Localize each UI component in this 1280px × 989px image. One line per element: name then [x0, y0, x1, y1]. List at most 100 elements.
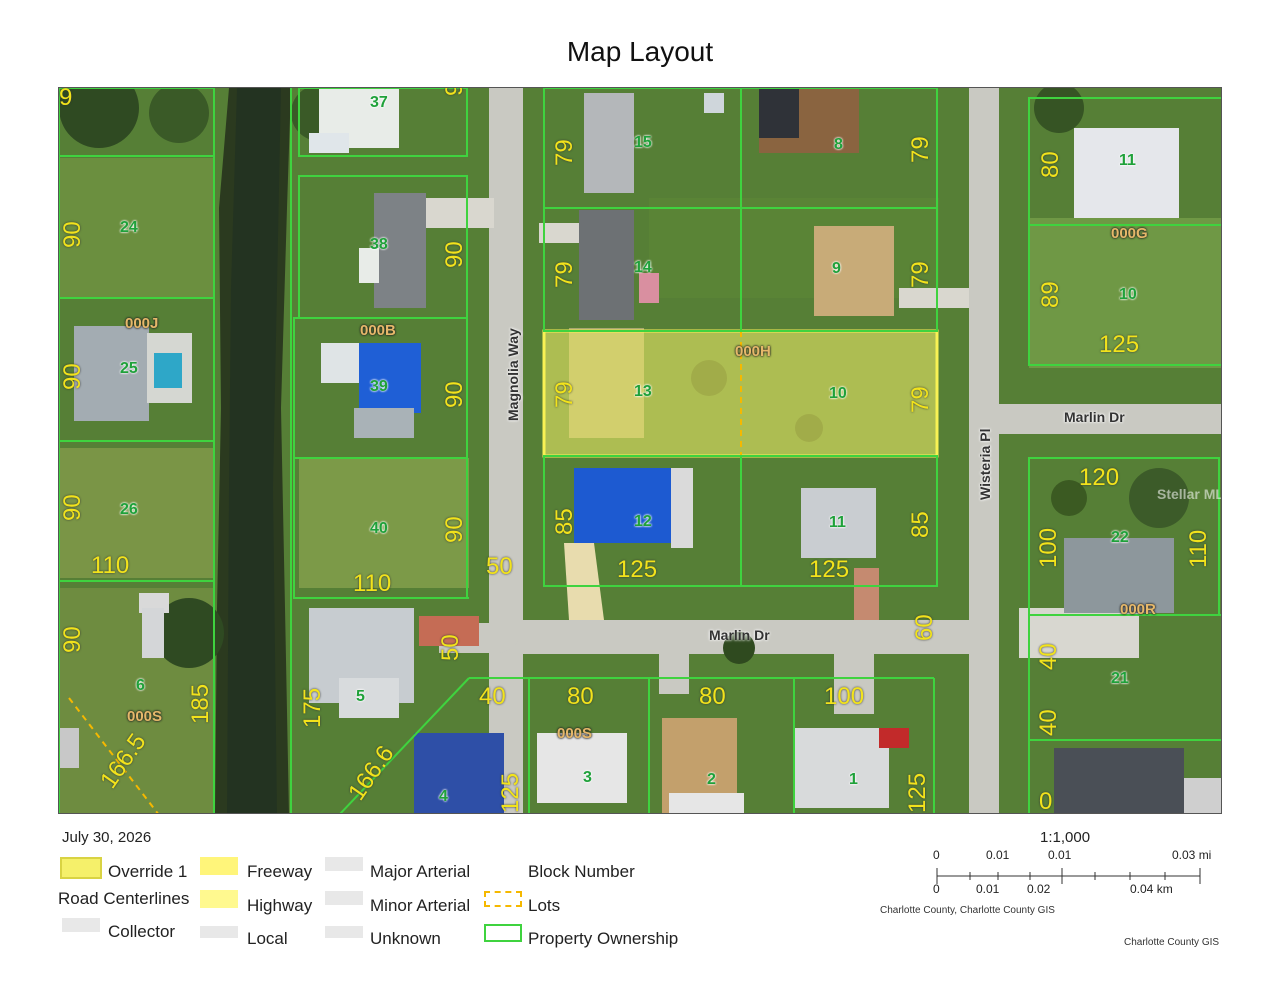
dimension-label: 120 [1079, 464, 1120, 491]
scale-ratio: 1:1,000 [1040, 829, 1091, 846]
dimension-label: 85 [907, 511, 934, 538]
parcel-number: 39 [370, 378, 388, 395]
local-swatch [200, 926, 238, 938]
legend-lots: Lots [528, 896, 561, 915]
scale-km-tick: 0.04 km [1130, 882, 1173, 896]
parcel-number: 1 [849, 771, 858, 788]
parcel-number: 12 [634, 513, 652, 530]
dimension-label: 79 [551, 381, 578, 408]
dimension-label: 79 [551, 139, 578, 166]
scale-bar [936, 868, 1201, 884]
dimension-label: 85 [551, 508, 578, 535]
highway-swatch [200, 890, 238, 908]
dimension-label: 0 [1039, 788, 1053, 814]
block-number: 000S [127, 708, 163, 725]
block-number: 000S [557, 725, 593, 742]
aerial-map [59, 88, 1221, 813]
dimension-label: 175 [299, 687, 326, 728]
dimension-label: 90 [59, 626, 86, 653]
map-attribution: Charlotte County, Charlotte County GIS [880, 905, 1055, 916]
dimension-label: 90 [441, 241, 468, 268]
collector-swatch [62, 918, 100, 932]
block-number: 000H [735, 343, 771, 360]
legend-highway: Highway [247, 896, 313, 915]
street-label-wisteria-pl: Wisteria Pl [977, 428, 993, 500]
block-number: 000J [125, 315, 159, 332]
minor-arterial-swatch [325, 891, 363, 905]
dimension-label: 110 [353, 570, 392, 597]
dimension-label: 125 [497, 772, 524, 813]
parcel-number: 11 [829, 514, 846, 531]
legend-local: Local [247, 929, 288, 948]
parcel-number: 11 [1119, 152, 1136, 169]
dimension-label: 50 [437, 634, 464, 661]
legend-road-centerlines: Road Centerlines [58, 889, 190, 908]
dimension-label: 80 [699, 683, 726, 710]
legend-override: Override 1 [108, 862, 188, 881]
dimension-label: 89 [1037, 281, 1064, 308]
dimension-label: 90 [59, 221, 86, 248]
legend-collector: Collector [108, 922, 176, 941]
dimension-label: 80 [1037, 151, 1064, 178]
parcel-number: 21 [1111, 670, 1129, 687]
map-canvas[interactable]: Magnolia Way Marlin Dr Marlin Dr Wisteri… [58, 87, 1222, 814]
parcel-number: 6 [136, 677, 145, 694]
dimension-label: 90 [441, 516, 468, 543]
dimension-label: 79 [907, 261, 934, 288]
legend-minor-arterial: Minor Arterial [370, 896, 471, 915]
legend-block-number: Block Number [528, 862, 635, 881]
parcel-number: 4 [439, 788, 448, 805]
parcel-number: 25 [120, 360, 138, 377]
dimension-label: 125 [617, 556, 658, 583]
lots-swatch [484, 891, 522, 907]
parcel-number: 38 [370, 236, 388, 253]
legend-property-ownership: Property Ownership [528, 929, 679, 948]
dimension-label: 100 [824, 683, 865, 710]
dimension-label: 40 [1035, 709, 1062, 736]
parcel-number: 37 [370, 94, 388, 111]
dimension-label: 50 [486, 553, 513, 580]
watermark: Stellar MLS [1157, 486, 1221, 502]
dimension-label: 110 [91, 552, 130, 579]
dimension-label: 60 [911, 614, 938, 641]
dimension-label: 125 [809, 556, 850, 583]
dimension-label: 90 [59, 494, 86, 521]
block-number: 000G [1111, 225, 1148, 242]
override-swatch [60, 857, 102, 879]
street-label-magnolia-way: Magnolia Way [505, 328, 521, 421]
block-number: 000B [360, 322, 396, 339]
parcel-number: 40 [370, 520, 388, 537]
dimension-label: 90 [441, 381, 468, 408]
map-credit: Charlotte County GIS [1124, 937, 1220, 948]
parcel-number: 9 [832, 260, 841, 277]
scale-km-tick: 0.02 [1027, 882, 1051, 896]
parcel-number: 22 [1111, 529, 1129, 546]
parcel-number: 10 [1119, 286, 1137, 303]
parcel-number: 26 [120, 501, 138, 518]
dimension-label: 90 [59, 363, 86, 390]
parcel-number: 15 [634, 134, 652, 151]
map-date: July 30, 2026 [62, 829, 152, 846]
dimension-label: 9 [59, 87, 73, 111]
major-arterial-swatch [325, 857, 363, 871]
dimension-label: 80 [567, 683, 594, 710]
parcel-number: 3 [583, 769, 592, 786]
legend-major-arterial: Major Arterial [370, 862, 471, 881]
scale-mi-tick: 0.01 [986, 848, 1010, 862]
map-title: Map Layout [566, 36, 714, 67]
dimension-label: 125 [904, 772, 931, 813]
scale-mi-tick: 0.03 mi [1172, 848, 1212, 862]
parcel-number: 24 [120, 219, 138, 236]
scale-mi-tick: 0.01 [1048, 848, 1072, 862]
dimension-label: 79 [907, 136, 934, 163]
street-label-marlin-dr: Marlin Dr [709, 627, 770, 643]
property-ownership-swatch [484, 924, 522, 942]
parcel-number: 8 [834, 136, 843, 153]
parcel-number: 2 [707, 771, 716, 788]
parcel-number: 5 [356, 688, 365, 705]
dimension-label: 110 [1185, 529, 1212, 568]
parcel-number: 14 [634, 259, 652, 276]
scale-mi-tick: 0 [933, 848, 940, 862]
dimension-label: 40 [479, 683, 506, 710]
dimension-label: 79 [907, 386, 934, 413]
